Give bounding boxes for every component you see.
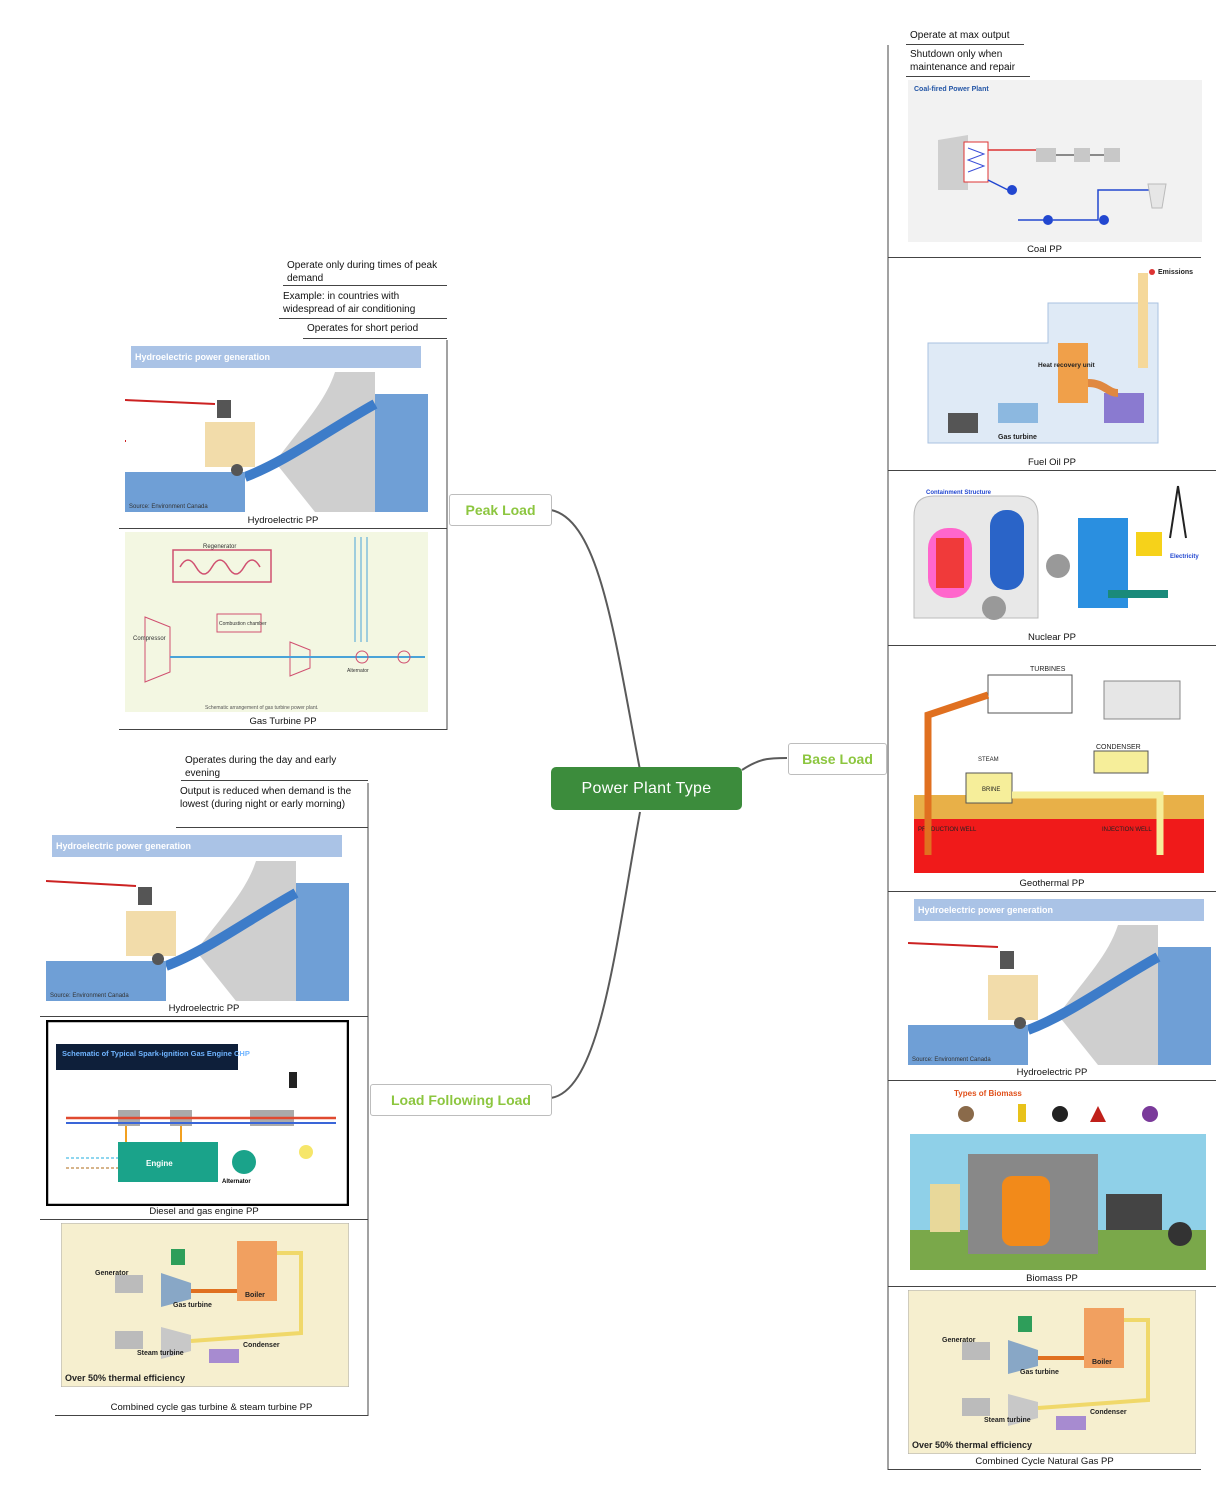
svg-text:Hydroelectric power generation: Hydroelectric power generation (918, 905, 1053, 915)
note-peak-2[interactable]: Example: in countries with widespread of… (279, 289, 447, 319)
hydro-diagram: Hydroelectric power generation Source: E… (908, 895, 1211, 1065)
central-topic[interactable]: Power Plant Type (551, 767, 742, 810)
svg-text:TURBINES: TURBINES (1030, 666, 1066, 673)
svg-text:Compressor: Compressor (133, 636, 166, 642)
image-node-combined-cycle-lf[interactable]: Boiler Generator Gas turbine Steam turbi… (55, 1221, 368, 1416)
svg-text:Generator: Generator (95, 1270, 129, 1277)
svg-text:Over 50% thermal efficiency: Over 50% thermal efficiency (65, 1373, 185, 1383)
svg-text:BRINE: BRINE (982, 787, 1000, 793)
svg-text:Condenser: Condenser (1090, 1409, 1127, 1416)
combined-cycle-diagram: Boiler Generator Gas turbine Steam turbi… (908, 1290, 1196, 1454)
image-caption: Hydroelectric PP (247, 515, 319, 526)
combined-cycle-diagram: Boiler Generator Gas turbine Steam turbi… (61, 1223, 349, 1387)
note-text: Operate at max output (910, 30, 1010, 41)
image-node-diesel[interactable]: Schematic of Typical Spark-ignition Gas … (40, 1018, 368, 1220)
svg-text:Coal-fired Power Plant: Coal-fired Power Plant (914, 86, 989, 93)
image-node-nuclear[interactable]: Containment Structure Electricity Nuclea… (888, 472, 1216, 646)
note-text: Shutdown only when maintenance and repai… (910, 49, 1016, 73)
svg-text:INJECTION WELL: INJECTION WELL (1102, 827, 1152, 833)
svg-text:STEAM: STEAM (978, 757, 999, 763)
svg-text:Source: Environment Canada: Source: Environment Canada (912, 1057, 991, 1063)
nuclear-diagram: Containment Structure Electricity (908, 478, 1202, 626)
image-node-gas-turbine[interactable]: Regenerator Combustion chamber Compresso… (119, 530, 447, 730)
note-text: Operates during the day and early evenin… (185, 755, 337, 779)
svg-text:Hydroelectric power generation: Hydroelectric power generation (56, 841, 191, 851)
svg-text:Gas turbine: Gas turbine (1020, 1369, 1059, 1376)
svg-text:Gas turbine: Gas turbine (173, 1302, 212, 1309)
branch-label: Load Following Load (391, 1092, 531, 1108)
diesel-engine-diagram: Schematic of Typical Spark-ignition Gas … (46, 1020, 349, 1206)
svg-text:Engine: Engine (146, 1159, 173, 1168)
svg-text:Boiler: Boiler (1092, 1359, 1112, 1366)
image-node-peak-hydro[interactable]: Hydroelectric power generation Source: E… (119, 340, 447, 529)
image-caption: Combined cycle gas turbine & steam turbi… (110, 1401, 313, 1413)
svg-text:Condenser: Condenser (243, 1342, 280, 1349)
central-topic-label: Power Plant Type (581, 779, 712, 797)
fuel-oil-diagram: Emissions Heat recovery unit Gas turbine (908, 263, 1216, 455)
note-lf-1[interactable]: Operates during the day and early evenin… (181, 753, 368, 781)
image-caption: Combined Cycle Natural Gas PP (975, 1456, 1114, 1467)
svg-text:Schematic of Typical Spark-ign: Schematic of Typical Spark-ignition Gas … (62, 1049, 250, 1058)
svg-text:Containment Structure: Containment Structure (926, 490, 992, 496)
svg-text:Emissions: Emissions (1158, 269, 1193, 276)
svg-text:CONDENSER: CONDENSER (1096, 744, 1141, 751)
svg-text:Alternator: Alternator (222, 1179, 251, 1185)
biomass-diagram: Types of Biomass (910, 1084, 1206, 1270)
svg-text:Source: Environment Canada: Source: Environment Canada (50, 993, 129, 999)
note-lf-2[interactable]: Output is reduced when demand is the low… (176, 784, 368, 828)
image-caption: Gas Turbine PP (249, 716, 317, 727)
image-caption: Fuel Oil PP (1027, 457, 1077, 468)
branch-label: Peak Load (465, 502, 536, 518)
note-peak-1[interactable]: Operate only during times of peak demand (283, 258, 447, 286)
branch-load-following[interactable]: Load Following Load (370, 1084, 552, 1116)
svg-text:Generator: Generator (942, 1337, 976, 1344)
image-caption: Biomass PP (1026, 1273, 1078, 1284)
branch-label: Base Load (802, 751, 873, 767)
svg-text:Over 50% thermal efficiency: Over 50% thermal efficiency (912, 1440, 1032, 1450)
svg-text:Steam turbine: Steam turbine (137, 1350, 184, 1357)
svg-text:Hydroelectric power generation: Hydroelectric power generation (135, 352, 270, 362)
image-caption: Coal PP (1027, 244, 1062, 255)
svg-text:Types of Biomass: Types of Biomass (954, 1089, 1022, 1098)
svg-text:Gas turbine: Gas turbine (998, 434, 1037, 441)
note-base-2[interactable]: Shutdown only when maintenance and repai… (906, 47, 1030, 77)
svg-text:Steam turbine: Steam turbine (984, 1417, 1031, 1424)
svg-text:PRODUCTION WELL: PRODUCTION WELL (918, 827, 977, 833)
svg-text:Regenerator: Regenerator (203, 544, 236, 550)
image-node-base-hydro[interactable]: Hydroelectric power generation Source: E… (888, 893, 1216, 1081)
image-node-coal[interactable]: Coal-fired Power Plant Coal PP (888, 78, 1202, 258)
geothermal-diagram: TURBINES STEAM BRINE CONDENSER PRODUCTIO… (914, 655, 1204, 873)
note-text: Operate only during times of peak demand (287, 260, 438, 284)
coal-diagram: Coal-fired Power Plant (908, 80, 1202, 242)
note-text: Output is reduced when demand is the low… (180, 786, 352, 810)
note-base-1[interactable]: Operate at max output (906, 28, 1024, 45)
hydro-diagram: Hydroelectric power generation Source: E… (46, 831, 349, 1001)
svg-text:Boiler: Boiler (245, 1292, 265, 1299)
note-text: Example: in countries with widespread of… (283, 291, 416, 315)
image-caption: Nuclear PP (1027, 632, 1077, 643)
image-caption: Hydroelectric PP (168, 1003, 240, 1014)
branch-base-load[interactable]: Base Load (788, 743, 887, 775)
image-caption: Diesel and gas engine PP (149, 1206, 259, 1217)
svg-text:Electricity: Electricity (1170, 554, 1199, 560)
branch-peak-load[interactable]: Peak Load (449, 494, 552, 526)
gas-turbine-diagram: Regenerator Combustion chamber Compresso… (125, 532, 428, 712)
svg-text:Heat recovery unit: Heat recovery unit (1038, 362, 1096, 369)
hydro-diagram: Hydroelectric power generation Source: E… (125, 342, 428, 512)
image-node-biomass[interactable]: Types of Biomass Biomass PP (888, 1082, 1216, 1287)
svg-text:Source: Environment Canada: Source: Environment Canada (129, 504, 208, 510)
svg-text:Combustion chamber: Combustion chamber (219, 621, 267, 627)
note-text: Operates for short period (307, 323, 419, 334)
svg-text:Schematic arrangement of gas t: Schematic arrangement of gas turbine pow… (205, 705, 318, 711)
image-node-fuel-oil[interactable]: Emissions Heat recovery unit Gas turbine… (888, 259, 1216, 471)
image-node-lf-hydro[interactable]: Hydroelectric power generation Source: E… (40, 829, 368, 1017)
image-node-combined-cycle-base[interactable]: Boiler Generator Gas turbine Steam turbi… (888, 1288, 1201, 1470)
svg-text:Alternator: Alternator (347, 668, 369, 674)
image-node-geothermal[interactable]: TURBINES STEAM BRINE CONDENSER PRODUCTIO… (888, 647, 1216, 892)
image-caption: Hydroelectric PP (1016, 1067, 1088, 1078)
note-peak-3[interactable]: Operates for short period (303, 321, 447, 339)
image-caption: Geothermal PP (1019, 878, 1085, 889)
